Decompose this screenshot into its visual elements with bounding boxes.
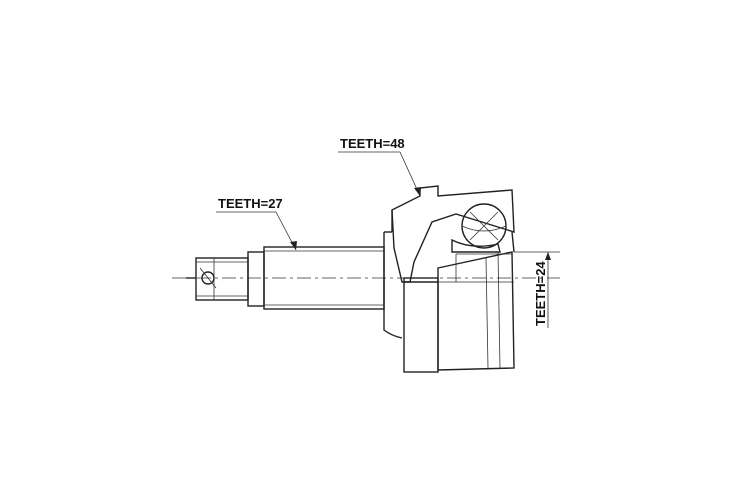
shaft-step (247, 251, 265, 307)
label-teeth-shaft: TEETH=27 (218, 196, 283, 211)
label-teeth-inner: TEETH=24 (533, 261, 548, 326)
abs-ring (403, 277, 439, 373)
inner-dimension (514, 251, 560, 328)
leader-outer-arrow (414, 187, 421, 196)
leader-shaft-arrow (290, 241, 297, 250)
threaded-stub (186, 257, 249, 301)
label-teeth-outer: TEETH=48 (340, 136, 405, 151)
inner-cage (451, 203, 507, 253)
